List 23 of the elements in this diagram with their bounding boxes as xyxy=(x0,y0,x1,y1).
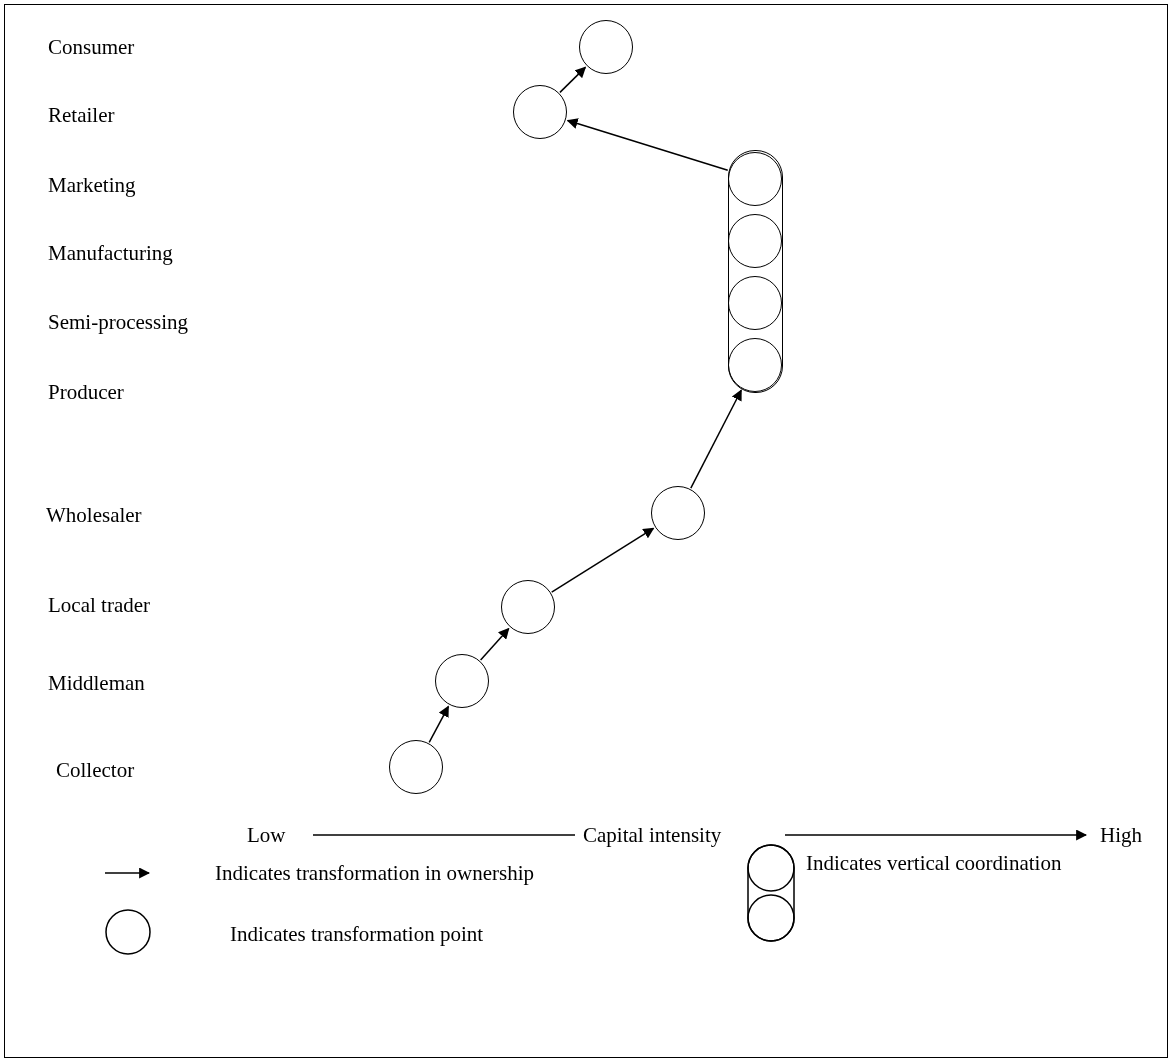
legend-text: Indicates transformation point xyxy=(230,922,484,946)
axis-label: High xyxy=(1100,823,1142,847)
vertical-coordination-band xyxy=(728,150,783,393)
stage-label: Wholesaler xyxy=(46,503,142,527)
stage-label: Local trader xyxy=(48,593,151,617)
arrow xyxy=(559,66,587,94)
stage-label: Producer xyxy=(48,380,124,404)
arrow xyxy=(690,389,742,489)
arrow xyxy=(428,705,450,744)
axis-title: Capital intensity xyxy=(583,823,722,847)
stage-label: Consumer xyxy=(48,35,135,59)
stage-label: Semi-processing xyxy=(48,310,188,334)
arrow xyxy=(479,627,510,661)
stage-label: Marketing xyxy=(48,173,136,197)
stage-label: Retailer xyxy=(48,103,115,127)
axis-label: Low xyxy=(247,823,286,847)
legend-text: Indicates vertical coordination xyxy=(806,851,1062,875)
legend-text: Indicates transformation in ownership xyxy=(215,861,534,885)
arrow xyxy=(551,527,655,593)
stage-label: Middleman xyxy=(48,671,145,695)
stage-label: Collector xyxy=(56,758,135,782)
stage-label: Manufacturing xyxy=(48,241,173,265)
arrow xyxy=(566,118,729,171)
